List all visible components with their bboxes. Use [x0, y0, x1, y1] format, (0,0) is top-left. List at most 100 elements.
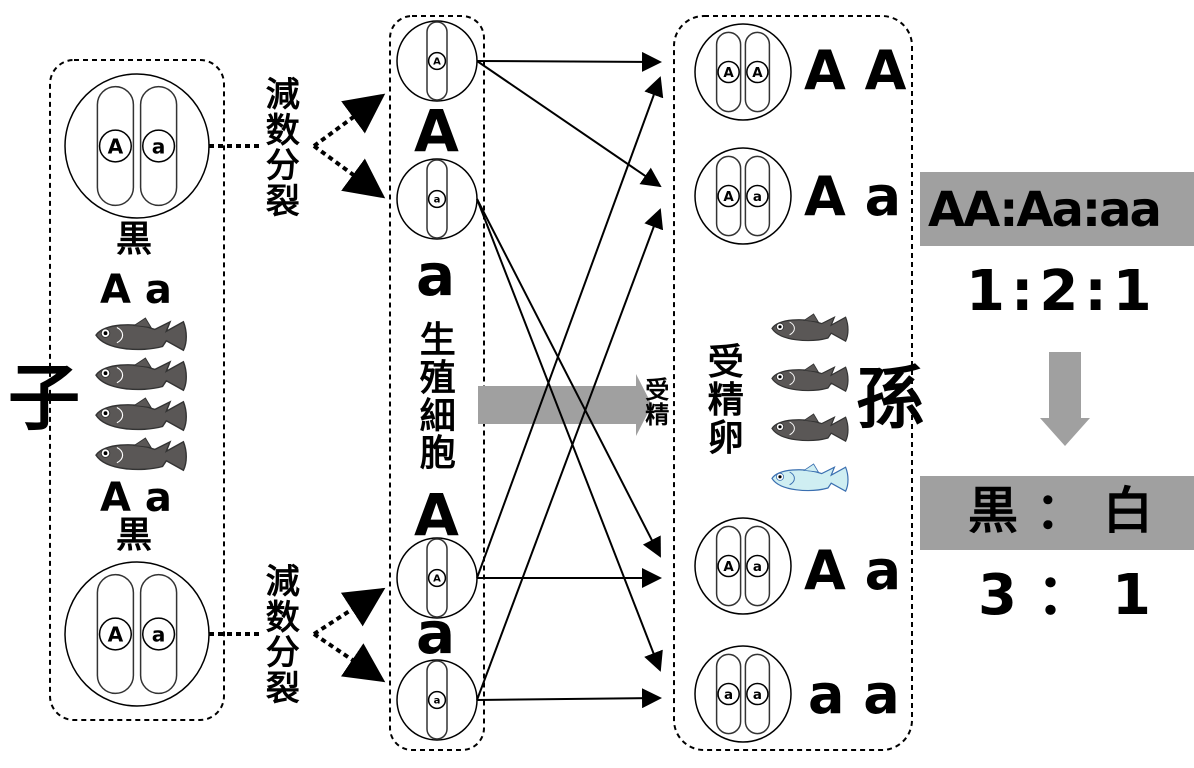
offspring-cell-1-allele-circle [746, 60, 769, 84]
parent-fish-4-gill [116, 446, 124, 464]
offspring-cell-3-allele-circle [746, 554, 769, 578]
meiosis-arrow-down-1 [312, 144, 386, 199]
gamete-cell-2: a [396, 158, 478, 240]
parent-cell-1-allele-circle [98, 129, 132, 163]
parent-fish-4 [95, 437, 187, 472]
genotype-header: AA:Aa:aa [928, 182, 1162, 238]
parent-cell-2-membrane [64, 561, 210, 707]
offspring-fish-4-pupil [778, 475, 782, 479]
parent-group-box [49, 59, 225, 721]
fertilization-line-7 [476, 208, 664, 701]
gamete-cell-3: A [396, 537, 478, 619]
parent-cell-1-allele-circle [142, 129, 176, 163]
gamete-cell-1: A [396, 20, 478, 102]
meiosis-label-top: 減数分裂 [265, 75, 300, 223]
gamete-label-A-2: A [414, 481, 459, 549]
fertilization-arrow [478, 374, 652, 436]
parent-2-color: 黒 [116, 515, 153, 556]
gametes-label: 生殖細胞 [419, 320, 456, 475]
parent-fish-1 [95, 317, 187, 352]
parent-fish-3 [95, 397, 187, 432]
offspring-fish-3-gill [789, 421, 795, 436]
fertilization-line-2 [476, 60, 662, 188]
parent-fish-1-pupil [103, 331, 108, 336]
parent-fish-2 [95, 357, 187, 392]
offspring-cell-4-allele-circle [746, 682, 769, 706]
parent-fish-3-dorsal-fin [132, 397, 153, 409]
offspring-group-box [673, 15, 913, 751]
parent-fish-4-pupil [103, 451, 108, 456]
gamete-cell-3-allele-circle [427, 568, 447, 588]
parent-cell-1-membrane [64, 73, 210, 219]
offspring-genotype-AA: A A [804, 39, 907, 102]
offspring-fish-2-pupil [778, 375, 782, 379]
genotype-ratio: 1:2:1 [966, 259, 1158, 324]
gamete-cell-1-allele-letter: A [433, 57, 441, 68]
phenotype-header: 黒 ： 白 [968, 482, 1153, 540]
gamete-label-a-2: a [416, 599, 456, 667]
phenotype-header-box [920, 476, 1194, 550]
parent-fish-2-pupil [103, 371, 108, 376]
gamete-cell-3-allele-letter: A [433, 574, 441, 585]
parent-cell-2-allele-circle [98, 617, 132, 651]
offspring-cell-3-allele-letter: a [753, 560, 762, 575]
parent-fish-3-pupil [103, 411, 108, 416]
parent-fish-2-dorsal-fin [132, 357, 153, 369]
parent-fish-1-gill [116, 326, 124, 344]
offspring-genotype-aa: a a [808, 663, 900, 726]
offspring-cell-4-membrane [694, 645, 792, 743]
parent-2-genotype: A a [100, 475, 172, 521]
fertilization-line-3 [476, 198, 661, 558]
parent-fish-3-gill [116, 406, 124, 424]
offspring-fish-1 [771, 313, 849, 343]
offspring-fish-3-pupil [778, 425, 782, 429]
gamete-label-A-1: A [414, 97, 459, 165]
offspring-cell-4-allele-letter: a [753, 688, 762, 703]
result-down-arrow [1040, 352, 1090, 446]
parent-1-color: 黒 [116, 219, 153, 260]
offspring-genotype-Aa-1: A a [804, 165, 902, 228]
meiosis-arrow-down-2 [312, 632, 386, 683]
offspring-fish-3-dorsal-fin [802, 413, 820, 423]
offspring-cell-2-allele-circle [746, 184, 769, 208]
parent-cell-2-allele-letter: A [108, 622, 124, 646]
offspring-fish-3 [771, 413, 849, 443]
parent-cell-2-allele-letter: a [152, 622, 166, 646]
offspring-fish-4 [771, 463, 849, 493]
offspring-cell-3-membrane [694, 517, 792, 615]
child-label: 子 [8, 356, 81, 440]
meiosis-label-bottom: 減数分裂 [265, 562, 300, 710]
parent-cell-1-allele-letter: a [152, 134, 166, 158]
gamete-cell-2-allele-circle [427, 189, 447, 209]
gamete-cell-1-allele-circle [427, 51, 447, 71]
fertilization-line-1 [476, 51, 662, 72]
offspring-cell-2-allele-letter: A [723, 190, 734, 205]
meiosis-arrow-up-1 [312, 93, 386, 148]
offspring-cell-3-allele-letter: A [723, 560, 734, 575]
offspring-fish-1-dorsal-fin [802, 313, 820, 323]
gamete-cell-4-allele-circle [427, 690, 447, 710]
meiosis-arrow-up-2 [312, 587, 386, 636]
parent-fish-4-dorsal-fin [132, 437, 153, 449]
offspring-fish-2-gill [789, 371, 795, 386]
parent-1-genotype: A a [100, 267, 172, 313]
offspring-fish-2-dorsal-fin [802, 363, 820, 373]
offspring-fish-2 [771, 363, 849, 393]
offspring-cell-1-allele-circle [717, 60, 740, 84]
offspring-cell-1-allele-letter: A [752, 66, 763, 81]
offspring-fish-1-pupil [778, 325, 782, 329]
offspring-fish-4-dorsal-fin [802, 463, 820, 473]
gamete-cell-2-allele-letter: a [434, 195, 441, 206]
parent-fish-2-gill [116, 366, 124, 384]
offspring-fish-4-gill [789, 471, 795, 486]
fertilization-line-8 [476, 688, 662, 709]
fertilization-line-5 [476, 76, 664, 579]
fertilization-line-4 [476, 198, 663, 672]
offspring-genotype-Aa-2: A a [804, 539, 902, 602]
